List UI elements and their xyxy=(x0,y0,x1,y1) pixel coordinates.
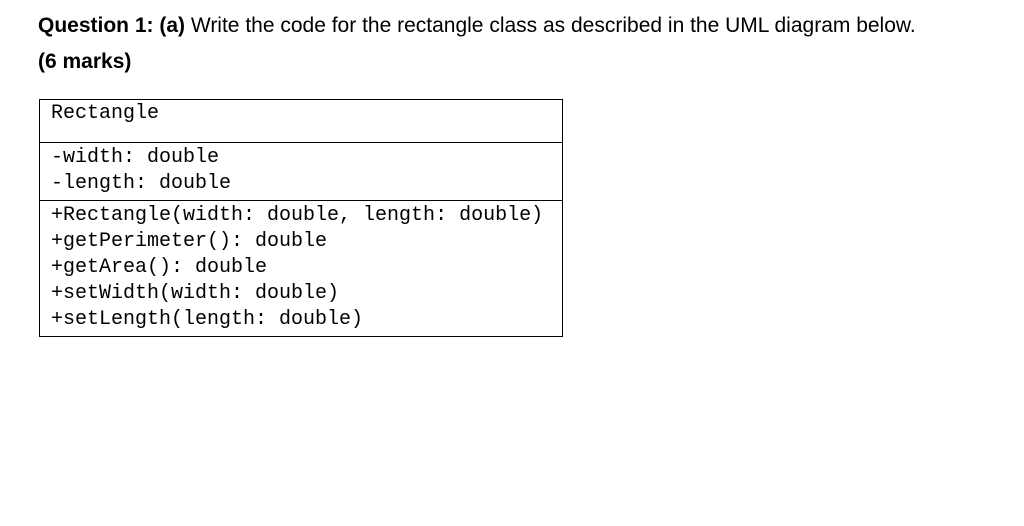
uml-method: +getArea(): double xyxy=(51,256,268,279)
question-marks: (6 marks) xyxy=(38,50,132,73)
question-body: Write the code for the rectangle class a… xyxy=(190,14,916,37)
uml-methods-section: +Rectangle(width: double, length: double… xyxy=(40,200,562,336)
uml-class-diagram: Rectangle -width: double -length: double… xyxy=(39,99,563,337)
uml-method: +setWidth(width: double) xyxy=(51,282,340,305)
uml-method: +Rectangle(width: double, length: double… xyxy=(51,204,544,227)
uml-attribute: -width: double xyxy=(51,146,220,169)
uml-method: +getPerimeter(): double xyxy=(51,230,328,253)
uml-class-name: Rectangle xyxy=(51,102,160,125)
uml-attributes-section: -width: double -length: double xyxy=(40,142,562,200)
question-text: Question 1: (a) Write the code for the r… xyxy=(38,8,1008,80)
uml-class-name-section: Rectangle xyxy=(40,100,562,142)
question-label: Question 1: xyxy=(38,14,154,37)
uml-method: +setLength(length: double) xyxy=(51,308,364,331)
uml-attribute: -length: double xyxy=(51,172,232,195)
question-part: (a) xyxy=(159,14,186,37)
